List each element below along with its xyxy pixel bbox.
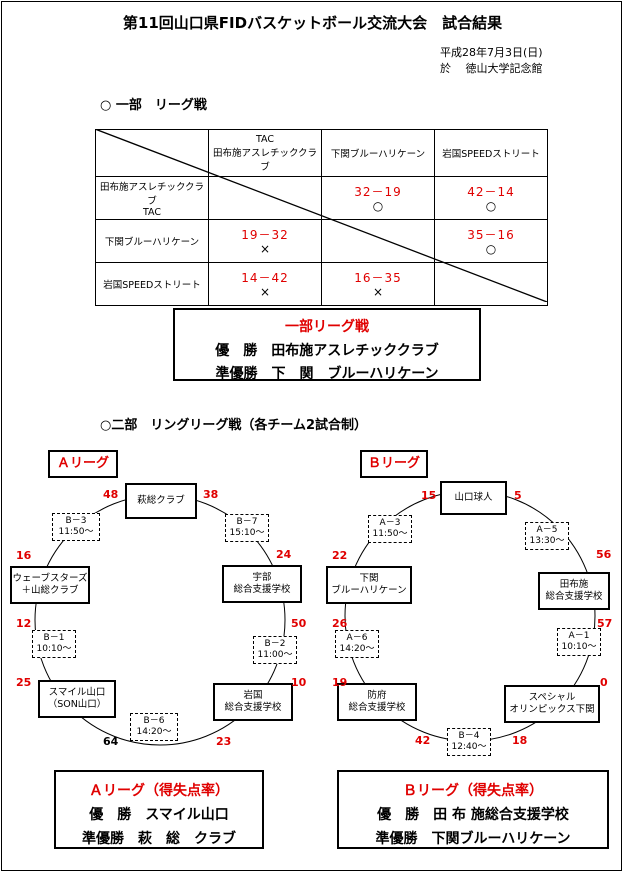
- score-number: 38: [203, 488, 219, 501]
- row-header: 田布施アスレチッククラブ TAC: [95, 176, 209, 220]
- league-table: TAC 田布施アスレチッククラブ 下関ブルーハリケーン 岩国SPEEDストリート…: [95, 129, 548, 306]
- event-date: 平成28年7月3日(日): [440, 46, 543, 59]
- row-header: 下関ブルーハリケーン: [95, 219, 209, 263]
- b-league-label: Ｂリーグ: [360, 450, 428, 478]
- score-number: 12: [16, 617, 32, 630]
- a-league-label: Ａリーグ: [48, 450, 118, 478]
- b-league-result-box: Ｂリーグ（得失点率） 優 勝 田 布 施総合支援学校 準優勝 下関ブルーハリケー…: [337, 770, 609, 849]
- corner-cell: [95, 129, 209, 177]
- table-row: 岩国SPEEDストリート 14－42× 16－35×: [95, 262, 548, 306]
- team-box: スペシャル オリンピックス下関: [504, 685, 600, 723]
- team-box: 田布施 総合支援学校: [538, 572, 610, 610]
- win-mark: ○: [372, 199, 384, 213]
- score-number: 64: [103, 735, 119, 748]
- score-number: 50: [291, 617, 307, 630]
- part1-heading: ○ 一部 リーグ戦: [100, 98, 207, 113]
- result-cell: 16－35×: [321, 262, 435, 306]
- column-header: 下関ブルーハリケーン: [321, 129, 435, 177]
- result-cell: 19－32×: [208, 219, 322, 263]
- score-number: 25: [16, 676, 32, 689]
- team-box: 岩国 総合支援学校: [213, 683, 293, 721]
- score: 16－35: [354, 271, 402, 285]
- team-box: 宇部 総合支援学校: [222, 565, 302, 603]
- result-cell: 35－16○: [434, 219, 548, 263]
- part1-result-box: 一部リーグ戦 優 勝 田布施アスレチッククラブ 準優勝 下 関 ブルーハリケーン: [173, 308, 481, 382]
- team-box: ウェーブスターズ ＋山総クラブ: [10, 566, 90, 604]
- league-header-row: TAC 田布施アスレチッククラブ 下関ブルーハリケーン 岩国SPEEDストリート: [95, 129, 548, 177]
- score: 42－14: [467, 185, 515, 199]
- score-number: 23: [216, 735, 232, 748]
- empty-cell: [434, 262, 548, 306]
- empty-cell: [321, 219, 435, 263]
- score-number: 5: [514, 489, 522, 502]
- winner-line: 優 勝 スマイル山口: [89, 807, 229, 823]
- team-box: 萩総クラブ: [125, 483, 197, 519]
- loss-mark: ×: [372, 285, 384, 299]
- page-title: 第11回山口県FIDバスケットボール交流大会 試合結果: [122, 14, 503, 32]
- team-box: 防府 総合支援学校: [337, 683, 417, 721]
- runner-up-line: 準優勝 下関ブルーハリケーン: [375, 831, 571, 847]
- win-mark: ○: [485, 199, 497, 213]
- score-number: 56: [596, 548, 612, 561]
- score: 14－42: [241, 271, 289, 285]
- winner-line: 優 勝 田 布 施総合支援学校: [377, 807, 569, 823]
- score-number: 24: [276, 548, 292, 561]
- part2-heading: ○二部 リングリーグ戦（各チーム2試合制）: [100, 418, 367, 433]
- result-title: 一部リーグ戦: [285, 319, 369, 335]
- a-league-result-box: Ａリーグ（得失点率） 優 勝 スマイル山口 準優勝 萩 総 クラブ: [54, 770, 264, 849]
- loss-mark: ×: [259, 242, 271, 256]
- winner-line: 優 勝 田布施アスレチッククラブ: [215, 343, 439, 359]
- result-cell: 42－14○: [434, 176, 548, 220]
- score-number: 26: [332, 617, 348, 630]
- event-venue: 於 徳山大学記念館: [440, 62, 543, 75]
- score-number: 18: [512, 734, 528, 747]
- column-header: 岩国SPEEDストリート: [434, 129, 548, 177]
- score-number: 22: [332, 549, 348, 562]
- score-number: 10: [291, 676, 307, 689]
- team-box: 山口球人: [440, 481, 507, 515]
- result-cell: 14－42×: [208, 262, 322, 306]
- score-number: 15: [421, 489, 437, 502]
- win-mark: ○: [485, 242, 497, 256]
- table-row: 下関ブルーハリケーン 19－32× 35－16○: [95, 219, 548, 263]
- team-box: スマイル山口 （SON山口）: [38, 680, 116, 718]
- empty-cell: [208, 176, 322, 220]
- loss-mark: ×: [259, 285, 271, 299]
- table-row: 田布施アスレチッククラブ TAC 32－19○ 42－14○: [95, 176, 548, 220]
- runner-up-line: 準優勝 下 関 ブルーハリケーン: [215, 366, 439, 382]
- row-header: 岩国SPEEDストリート: [95, 262, 209, 306]
- column-header: TAC 田布施アスレチッククラブ: [208, 129, 322, 177]
- score: 35－16: [467, 228, 515, 242]
- runner-up-line: 準優勝 萩 総 クラブ: [82, 831, 236, 847]
- result-title: Ａリーグ（得失点率）: [89, 783, 229, 799]
- score-number: 16: [16, 549, 32, 562]
- score-number: 42: [415, 734, 431, 747]
- team-box: 下関 ブルーハリケーン: [326, 566, 412, 604]
- score: 32－19: [354, 185, 402, 199]
- result-cell: 32－19○: [321, 176, 435, 220]
- score-number: 0: [600, 676, 608, 689]
- score-number: 19: [332, 676, 348, 689]
- result-title: Ｂリーグ（得失点率）: [403, 783, 543, 799]
- score-number: 48: [103, 488, 119, 501]
- score-number: 57: [597, 617, 613, 630]
- score: 19－32: [241, 228, 289, 242]
